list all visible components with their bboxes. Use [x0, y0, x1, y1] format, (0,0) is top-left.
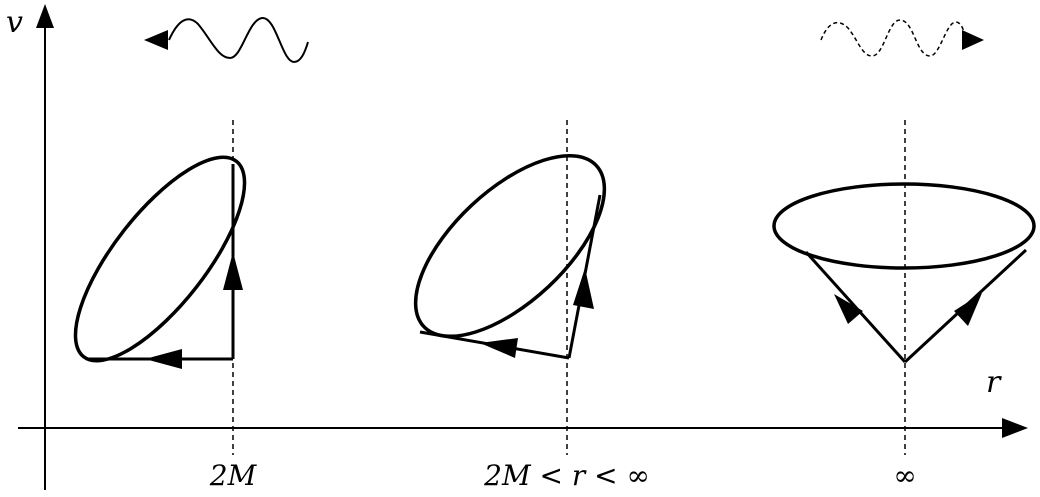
light-cone-mid — [413, 153, 607, 360]
position-label-2M: 2M — [209, 459, 258, 492]
v-axis-label: v — [6, 5, 23, 40]
ingoing-ray-arrowhead — [480, 338, 518, 358]
ingoing-wave — [144, 17, 309, 64]
light-cone-infinity — [772, 182, 1036, 364]
right-ray-arrowhead — [954, 293, 982, 326]
light-cone-2M — [73, 155, 247, 369]
outgoing-wave — [820, 19, 984, 57]
position-labels: 2M 2M < r < ∞ ∞ — [209, 459, 917, 492]
axes: v r — [6, 4, 1028, 490]
cone-rim-ellipse — [413, 153, 607, 339]
r-axis-arrowhead — [1002, 418, 1028, 438]
position-label-infinity: ∞ — [893, 459, 916, 492]
outgoing-ray-arrowhead — [573, 268, 594, 309]
outgoing-ray-arrowhead — [223, 252, 243, 290]
v-axis-arrowhead — [36, 4, 54, 28]
outgoing-wave-arrowhead — [962, 30, 984, 50]
left-ray-arrowhead — [834, 294, 863, 324]
outgoing-wave-curve — [820, 19, 967, 57]
position-label-mid: 2M < r < ∞ — [483, 459, 650, 492]
cone-rim-ellipse — [73, 155, 247, 363]
ingoing-wave-arrowhead — [144, 30, 168, 50]
cone-rim-ellipse — [772, 182, 1036, 270]
ingoing-wave-curve — [168, 17, 309, 64]
ingoing-ray-arrowhead — [145, 349, 182, 369]
reference-lines — [232, 120, 906, 455]
r-axis-label: r — [986, 365, 1002, 400]
